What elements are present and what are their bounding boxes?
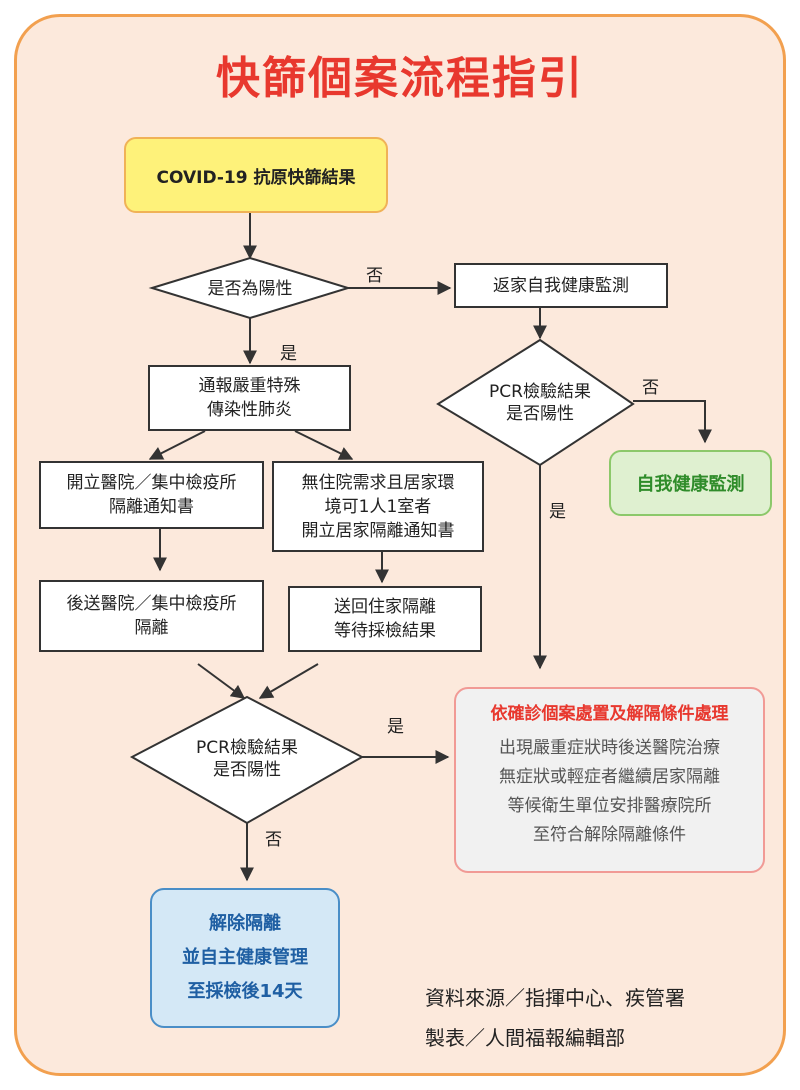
edge-send-hospital-pcr xyxy=(197,663,246,699)
confirmed-line-3: 等候衛生單位安排醫療院所 xyxy=(507,796,712,816)
report-line-2: 傳染性肺炎 xyxy=(207,400,292,420)
positive-question-text: 是否為陽性 xyxy=(207,279,293,299)
pcr-right-text: PCR檢驗結果 是否陽性 xyxy=(470,381,610,425)
editor-line: 製表／人間福報編輯部 xyxy=(425,1026,625,1050)
home-notice-line-2: 境可1人1室者 xyxy=(324,496,432,517)
send-hospital-line-2: 隔離 xyxy=(134,618,169,638)
confirmed-case-title: 依確診個案處置及解隔條件處理 xyxy=(490,704,729,724)
pcr-right-line-1: PCR檢驗結果 xyxy=(489,382,591,402)
confirmed-line-2: 無症狀或輕症者繼續居家隔離 xyxy=(499,767,720,787)
edge-label-no-left: 否 xyxy=(265,830,282,850)
pcr-left-line-2: 是否陽性 xyxy=(213,760,281,780)
send-home-line-2: 等待採檢結果 xyxy=(334,621,436,641)
release-line-3: 至採檢後14天 xyxy=(187,981,303,1002)
hospital-notice-node: 開立醫院／集中檢疫所 隔離通知書 xyxy=(39,461,264,529)
report-line-1: 通報嚴重特殊 xyxy=(198,376,301,396)
edge-label-yes-left: 是 xyxy=(387,717,404,737)
self-monitor-node: 自我健康監測 xyxy=(609,450,772,516)
home-monitor-node: 返家自我健康監測 xyxy=(454,263,668,308)
edge-report-hospital xyxy=(148,430,206,460)
release-node: 解除隔離 並自主健康管理 至採檢後14天 xyxy=(150,888,340,1028)
send-hospital-line-1: 後送醫院／集中檢疫所 xyxy=(66,594,237,614)
confirmed-case-node: 依確診個案處置及解隔條件處理 出現嚴重症狀時後送醫院治療 無症狀或輕症者繼續居家… xyxy=(454,687,765,873)
confirmed-line-1: 出現嚴重症狀時後送醫院治療 xyxy=(499,738,720,758)
edge-label-yes-top: 是 xyxy=(280,344,297,364)
pcr-right-line-2: 是否陽性 xyxy=(506,404,574,424)
hospital-notice-line-2: 隔離通知書 xyxy=(109,497,194,517)
edge-send-home-pcr xyxy=(258,663,319,699)
start-node: COVID-19 抗原快篩結果 xyxy=(124,137,388,213)
diamond-pcr-right xyxy=(436,338,635,467)
release-line-1: 解除隔離 xyxy=(209,913,281,934)
send-hospital-node: 後送醫院／集中檢疫所 隔離 xyxy=(39,580,264,652)
edge-label-yes-right: 是 xyxy=(549,502,566,522)
edge-label-no-right: 否 xyxy=(642,378,659,398)
edge-label-no-top: 否 xyxy=(366,266,383,286)
pcr-left-line-1: PCR檢驗結果 xyxy=(196,738,298,758)
edge-pcr-right-no xyxy=(633,400,712,444)
report-node: 通報嚴重特殊 傳染性肺炎 xyxy=(148,365,351,431)
edge-report-home xyxy=(294,430,354,460)
send-home-line-1: 送回住家隔離 xyxy=(334,597,436,617)
source-credits: 資料來源／指揮中心、疾管署 製表／人間福報編輯部 xyxy=(425,978,685,1058)
home-notice-line-1: 無住院需求且居家環 xyxy=(301,472,455,493)
home-notice-node: 無住院需求且居家環 境可1人1室者 開立居家隔離通知書 xyxy=(272,461,484,552)
release-line-2: 並自主健康管理 xyxy=(182,947,308,968)
pcr-left-text: PCR檢驗結果 是否陽性 xyxy=(177,737,317,781)
send-home-node: 送回住家隔離 等待採檢結果 xyxy=(288,586,482,652)
source-line: 資料來源／指揮中心、疾管署 xyxy=(425,986,685,1010)
hospital-notice-line-1: 開立醫院／集中檢疫所 xyxy=(66,473,237,493)
diamond-positive-question xyxy=(148,256,352,320)
diamond-pcr-left xyxy=(129,695,365,825)
confirmed-line-4: 至符合解除隔離條件 xyxy=(533,825,686,845)
page-title: 快篩個案流程指引 xyxy=(216,53,584,104)
home-notice-line-3: 開立居家隔離通知書 xyxy=(301,520,455,541)
